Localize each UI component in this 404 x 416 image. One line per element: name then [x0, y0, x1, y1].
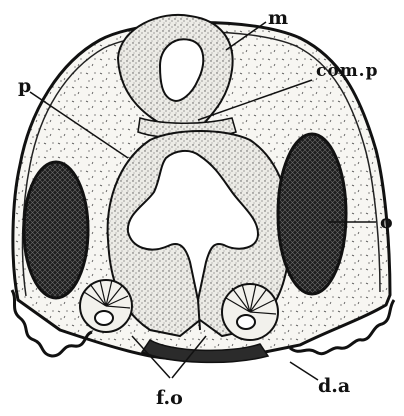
label-p: p [18, 75, 31, 97]
left-dark-organ [24, 162, 88, 298]
label-m: m [268, 7, 288, 29]
left-fan-organ [80, 280, 132, 332]
right-dark-organ [278, 134, 346, 294]
leader-da [290, 362, 318, 380]
label-o: o [380, 211, 393, 233]
right-fan-organ [222, 284, 278, 340]
label-com-p: com.p [316, 61, 378, 81]
label-fo: f.o [156, 387, 183, 409]
label-da: d.a [318, 375, 350, 397]
